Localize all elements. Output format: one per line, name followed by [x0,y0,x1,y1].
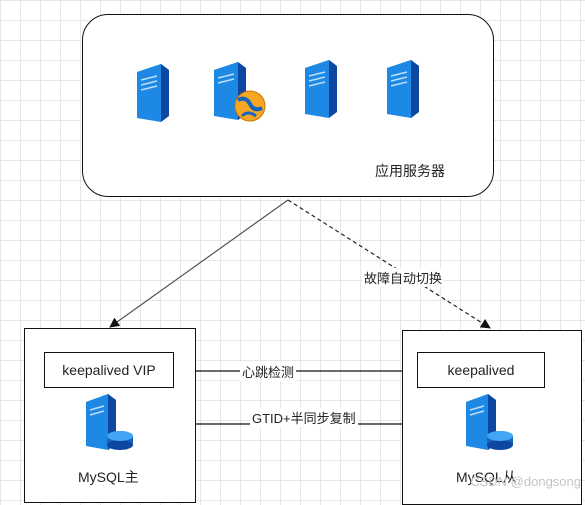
database-server-icon [86,394,133,450]
failover-connection-arrow [287,199,491,329]
replication-label: GTID+半同步复制 [250,408,358,427]
failover-label: 故障自动切换 [362,268,445,287]
mysql-master-label: MySQL主 [78,469,139,485]
server-icon [137,64,169,122]
database-server-icon [466,394,513,450]
watermark: CSDN @dongsong [470,474,581,489]
server-icon [305,60,337,118]
keepalived-box: keepalived [417,352,545,388]
heartbeat-label: 心跳检测 [240,362,297,381]
primary-connection-arrow [109,199,289,328]
app-server-label: 应用服务器 [375,163,445,179]
mysql-slave-label: MySQL从 [456,469,517,485]
web-server-icon [214,62,266,122]
keepalived-vip-box: keepalived VIP [44,352,174,388]
server-icon [387,60,419,118]
